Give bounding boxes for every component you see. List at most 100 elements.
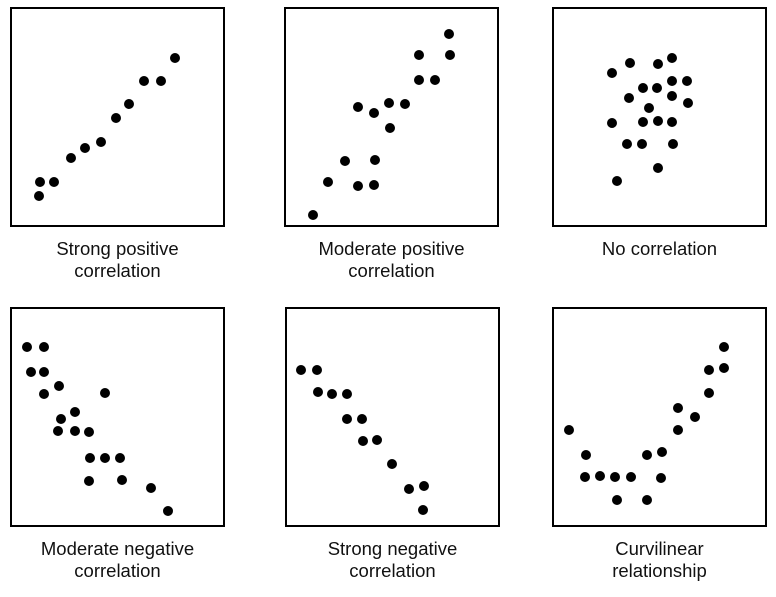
scatter-point — [673, 402, 684, 413]
scatter-point — [418, 480, 429, 491]
scatter-point — [443, 28, 454, 39]
scatter-point — [368, 179, 379, 190]
scatter-plot-frame — [10, 307, 225, 527]
scatter-point — [703, 364, 714, 375]
scatter-point — [718, 362, 729, 373]
scatter-point — [653, 162, 664, 173]
scatter-point — [352, 102, 363, 113]
scatter-point — [383, 98, 394, 109]
scatter-point — [643, 103, 654, 114]
scatter-plot-frame — [552, 7, 767, 227]
scatter-point — [651, 82, 662, 93]
scatter-point — [667, 91, 678, 102]
scatter-point — [84, 427, 95, 438]
plot-caption: No correlation — [601, 238, 718, 259]
scatter-point — [385, 122, 396, 133]
scatter-point — [414, 50, 425, 61]
scatter-plot-frame — [285, 307, 500, 527]
scatter-point — [25, 366, 36, 377]
scatter-point — [387, 459, 398, 470]
scatter-point — [53, 426, 64, 437]
scatter-point — [623, 93, 634, 104]
scatter-point — [35, 176, 46, 187]
scatter-point — [69, 426, 80, 437]
scatter-point — [341, 389, 352, 400]
scatter-point — [65, 153, 76, 164]
scatter-point — [170, 53, 181, 64]
plot-caption: Strong negative correlation — [327, 538, 458, 581]
scatter-point — [358, 435, 369, 446]
scatter-point — [625, 472, 636, 483]
scatter-point — [69, 406, 80, 417]
scatter-point — [138, 75, 149, 86]
scatter-point — [612, 175, 623, 186]
scatter-point — [146, 482, 157, 493]
scatter-point — [657, 446, 668, 457]
scatter-point — [39, 342, 50, 353]
scatter-point — [703, 388, 714, 399]
plot-caption: Moderate positive correlation — [318, 238, 465, 281]
scatter-point — [403, 483, 414, 494]
scatter-point — [653, 115, 664, 126]
scatter-point — [124, 99, 135, 110]
scatter-point — [673, 425, 684, 436]
scatter-point — [653, 59, 664, 70]
scatter-point — [307, 210, 318, 221]
scatter-point — [111, 113, 122, 124]
scatter-point — [85, 452, 96, 463]
scatter-point — [667, 75, 678, 86]
scatter-point — [80, 143, 91, 154]
scatter-point — [100, 452, 111, 463]
scatter-point — [312, 387, 323, 398]
scatter-point — [368, 108, 379, 119]
scatter-point — [115, 452, 126, 463]
scatter-point — [372, 434, 383, 445]
scatter-point — [84, 475, 95, 486]
scatter-point — [116, 475, 127, 486]
panel-strong-negative: Strong negative correlation — [285, 307, 500, 581]
panel-moderate-positive: Moderate positive correlation — [284, 7, 499, 281]
scatter-point — [369, 155, 380, 166]
scatter-point — [641, 449, 652, 460]
scatter-point — [39, 389, 50, 400]
panel-no-correlation: No correlation — [552, 7, 767, 259]
scatter-point — [683, 98, 694, 109]
scatter-point — [656, 473, 667, 484]
scatter-point — [417, 505, 428, 516]
scatter-point — [612, 494, 623, 505]
scatter-point — [39, 366, 50, 377]
scatter-plot-frame — [552, 307, 767, 527]
scatter-point — [641, 494, 652, 505]
scatter-point — [295, 364, 306, 375]
scatter-point — [607, 117, 618, 128]
plot-caption: Curvilinear relationship — [612, 538, 707, 581]
scatter-point — [155, 75, 166, 86]
scatter-point — [340, 156, 351, 167]
scatter-point — [352, 180, 363, 191]
panel-strong-positive: Strong positive correlation — [10, 7, 225, 281]
scatter-point — [56, 414, 67, 425]
scatter-point — [444, 50, 455, 61]
scatter-point — [163, 506, 174, 517]
plot-caption: Moderate negative correlation — [40, 538, 195, 581]
scatter-point — [637, 83, 648, 94]
scatter-plot-frame — [10, 7, 225, 227]
scatter-point — [718, 342, 729, 353]
scatter-point — [21, 342, 32, 353]
scatter-point — [667, 116, 678, 127]
scatter-point — [400, 99, 411, 110]
scatter-point — [607, 67, 618, 78]
scatter-point — [414, 74, 425, 85]
scatter-point — [610, 472, 621, 483]
scatter-point — [563, 425, 574, 436]
scatter-point — [667, 53, 678, 64]
scatter-plot-frame — [284, 7, 499, 227]
scatter-point — [637, 116, 648, 127]
scatter-point — [323, 176, 334, 187]
panel-moderate-negative: Moderate negative correlation — [10, 307, 225, 581]
scatter-point — [95, 137, 106, 148]
scatter-point — [48, 176, 59, 187]
scatter-point — [326, 389, 337, 400]
scatter-point — [668, 138, 679, 149]
scatter-point — [579, 472, 590, 483]
